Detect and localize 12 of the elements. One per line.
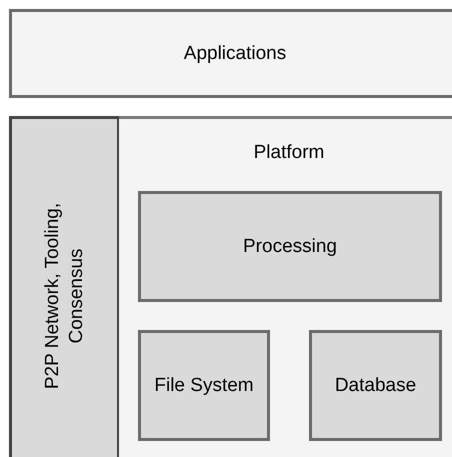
platform-panel (119, 116, 452, 457)
panel-heading: Platform (254, 141, 324, 165)
module-box (138, 330, 270, 441)
side-bar (9, 116, 120, 457)
box-label: Processing (243, 234, 337, 258)
box-label: Database (334, 374, 416, 398)
box-label: Applications (184, 42, 286, 66)
module-box (138, 191, 442, 302)
module-box (309, 330, 442, 441)
layer-box (9, 9, 452, 98)
box-label: File System (154, 374, 254, 398)
layer-label: P2P Network, Tooling, Consensus (40, 202, 88, 392)
